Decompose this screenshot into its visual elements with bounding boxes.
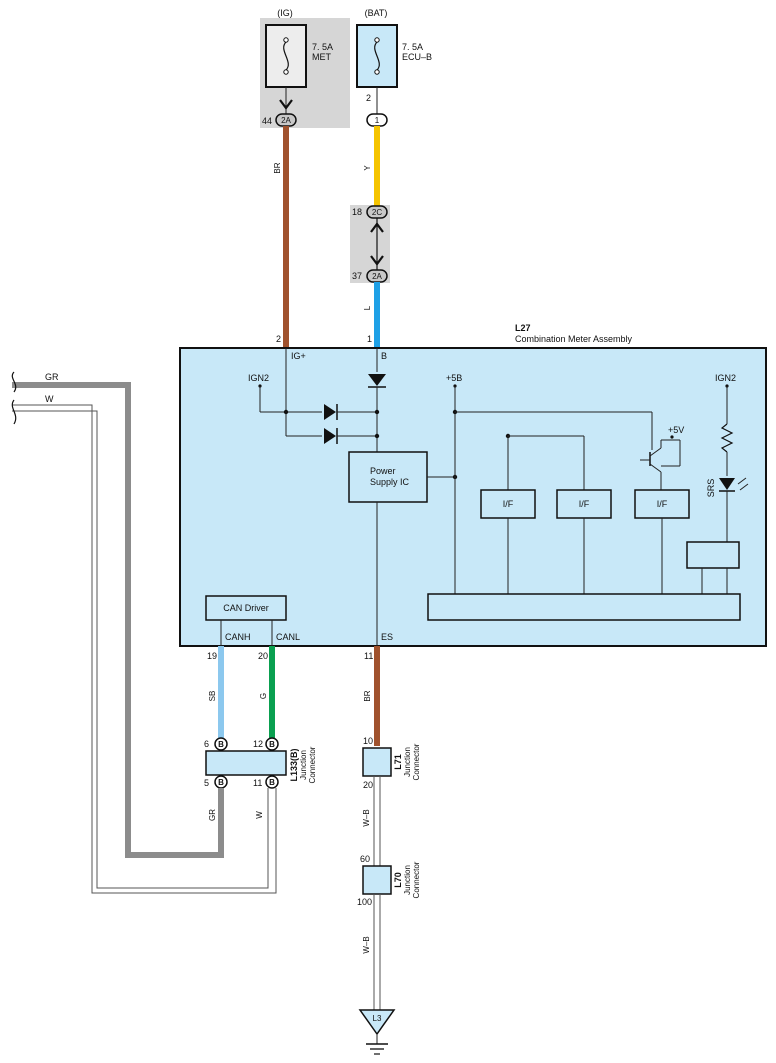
meter-id: L27 (515, 323, 531, 333)
interface-box-2 (556, 489, 612, 519)
ig-connector-label: 2A (281, 116, 291, 125)
bat-connector-label: 1 (375, 116, 380, 125)
wire-w-left-label: W (45, 394, 54, 404)
meter-name: Combination Meter Assembly (515, 334, 633, 344)
break-symbol-bottom (11, 399, 17, 425)
bat-fuse (356, 24, 398, 88)
ig-connector-chevron (279, 99, 293, 110)
wire-gr (12, 382, 224, 858)
wire-wb-2-label: W–B (362, 936, 371, 953)
l71-pin-bottom: 20 (363, 780, 373, 790)
wire-w-inner-line (12, 410, 269, 889)
break-symbol-top (11, 371, 17, 393)
if-2-label: I/F (579, 499, 590, 509)
junction-connector-l70 (362, 865, 392, 895)
led-driver-box (686, 541, 740, 569)
l133-pin-5: 5 (204, 778, 209, 788)
wire-wb-1-label: W–B (362, 809, 371, 826)
ground-id: L3 (373, 1014, 382, 1023)
terminal-ig: IG+ (291, 351, 306, 361)
wire-sb-label: SB (208, 691, 217, 702)
wire-br-top-label: BR (273, 162, 282, 173)
transistor (640, 439, 681, 490)
junction-connector-l71 (362, 747, 392, 777)
can-driver (205, 595, 287, 621)
l133-id: L133(B) (289, 748, 299, 781)
l71-label-2: Connector (412, 743, 421, 780)
ign2-left-label: IGN2 (248, 373, 269, 383)
canl-label: CANL (276, 632, 300, 642)
es-label: ES (381, 632, 393, 642)
inline-connector-bottom-label: 2A (372, 272, 382, 281)
canh-label: CANH (225, 632, 251, 642)
ig-source-label: (IG) (277, 8, 293, 18)
power-ic-line2: Supply IC (370, 477, 410, 487)
l133-label-1: Junction (299, 750, 308, 780)
can-driver-label: CAN Driver (223, 603, 269, 613)
l133-conn-11: B (269, 778, 275, 787)
power-supply-ic (348, 451, 428, 503)
if-3-label: I/F (657, 499, 668, 509)
l70-label-1: Junction (403, 865, 412, 895)
srs-led (719, 478, 735, 490)
wire-gr-bottom-label: GR (208, 809, 217, 821)
l133-conn-12: B (269, 740, 275, 749)
meter-pin-b: 1 (367, 334, 372, 344)
wire-w-outer (12, 404, 277, 894)
pin-canl: 20 (258, 651, 268, 661)
l133-pin-12: 12 (253, 739, 263, 749)
wire-l-label: L (363, 305, 372, 310)
wire-w-bottom-label: W (255, 811, 264, 819)
diode-1 (324, 404, 336, 420)
l70-id: L70 (393, 872, 403, 888)
pin-es: 11 (364, 651, 373, 661)
if-1-label: I/F (503, 499, 514, 509)
wire-br-bottom-label: BR (363, 690, 372, 701)
wire-y-label: Y (363, 165, 372, 171)
power-ic-line1: Power (370, 466, 396, 476)
bat-fuse-name: ECU–B (402, 52, 432, 62)
control-bus-bar (427, 593, 741, 621)
bat-pin-number: 2 (366, 93, 371, 103)
meter-pin-ig: 2 (276, 334, 281, 344)
l70-label-2: Connector (412, 861, 421, 898)
l133-pin-11: 11 (253, 778, 262, 788)
ground-point-l3 (358, 1009, 396, 1036)
bat-source-label: (BAT) (365, 8, 388, 18)
inline-connector-top-label: 2C (372, 208, 382, 217)
inline-pin-top: 18 (352, 207, 362, 217)
l133-conn-6: B (218, 740, 224, 749)
ig-pin-number: 44 (262, 116, 272, 126)
plus5v-label: +5V (668, 425, 684, 435)
l71-pin-top: 10 (363, 736, 373, 746)
l133-conn-5: B (218, 778, 224, 787)
inline-pin-bottom: 37 (352, 271, 362, 281)
wire-g-label: G (259, 693, 268, 699)
pin-canh: 19 (207, 651, 217, 661)
resistor (720, 423, 734, 453)
wire-gr-left-label: GR (45, 372, 59, 382)
srs-label: SRS (706, 479, 716, 498)
junction-connector-l133 (205, 750, 287, 776)
l70-pin-bottom: 100 (357, 897, 372, 907)
bat-fuse-rating: 7. 5A (402, 42, 423, 52)
ig-fuse-rating: 7. 5A (312, 42, 333, 52)
l133-pin-6: 6 (204, 739, 209, 749)
l71-id: L71 (393, 754, 403, 770)
terminal-b: B (381, 351, 387, 361)
l71-label-1: Junction (403, 747, 412, 777)
diode-b (368, 374, 386, 386)
l70-pin-top: 60 (360, 854, 370, 864)
plus5b-label: +5B (446, 373, 462, 383)
l133-label-2: Connector (308, 746, 317, 783)
interface-box-1 (480, 489, 536, 519)
diode-2 (324, 428, 336, 444)
inline-chevron-down (370, 255, 384, 266)
ig-fuse-name: MET (312, 52, 332, 62)
ign2-right-label: IGN2 (715, 373, 736, 383)
ig-fuse (265, 24, 307, 88)
